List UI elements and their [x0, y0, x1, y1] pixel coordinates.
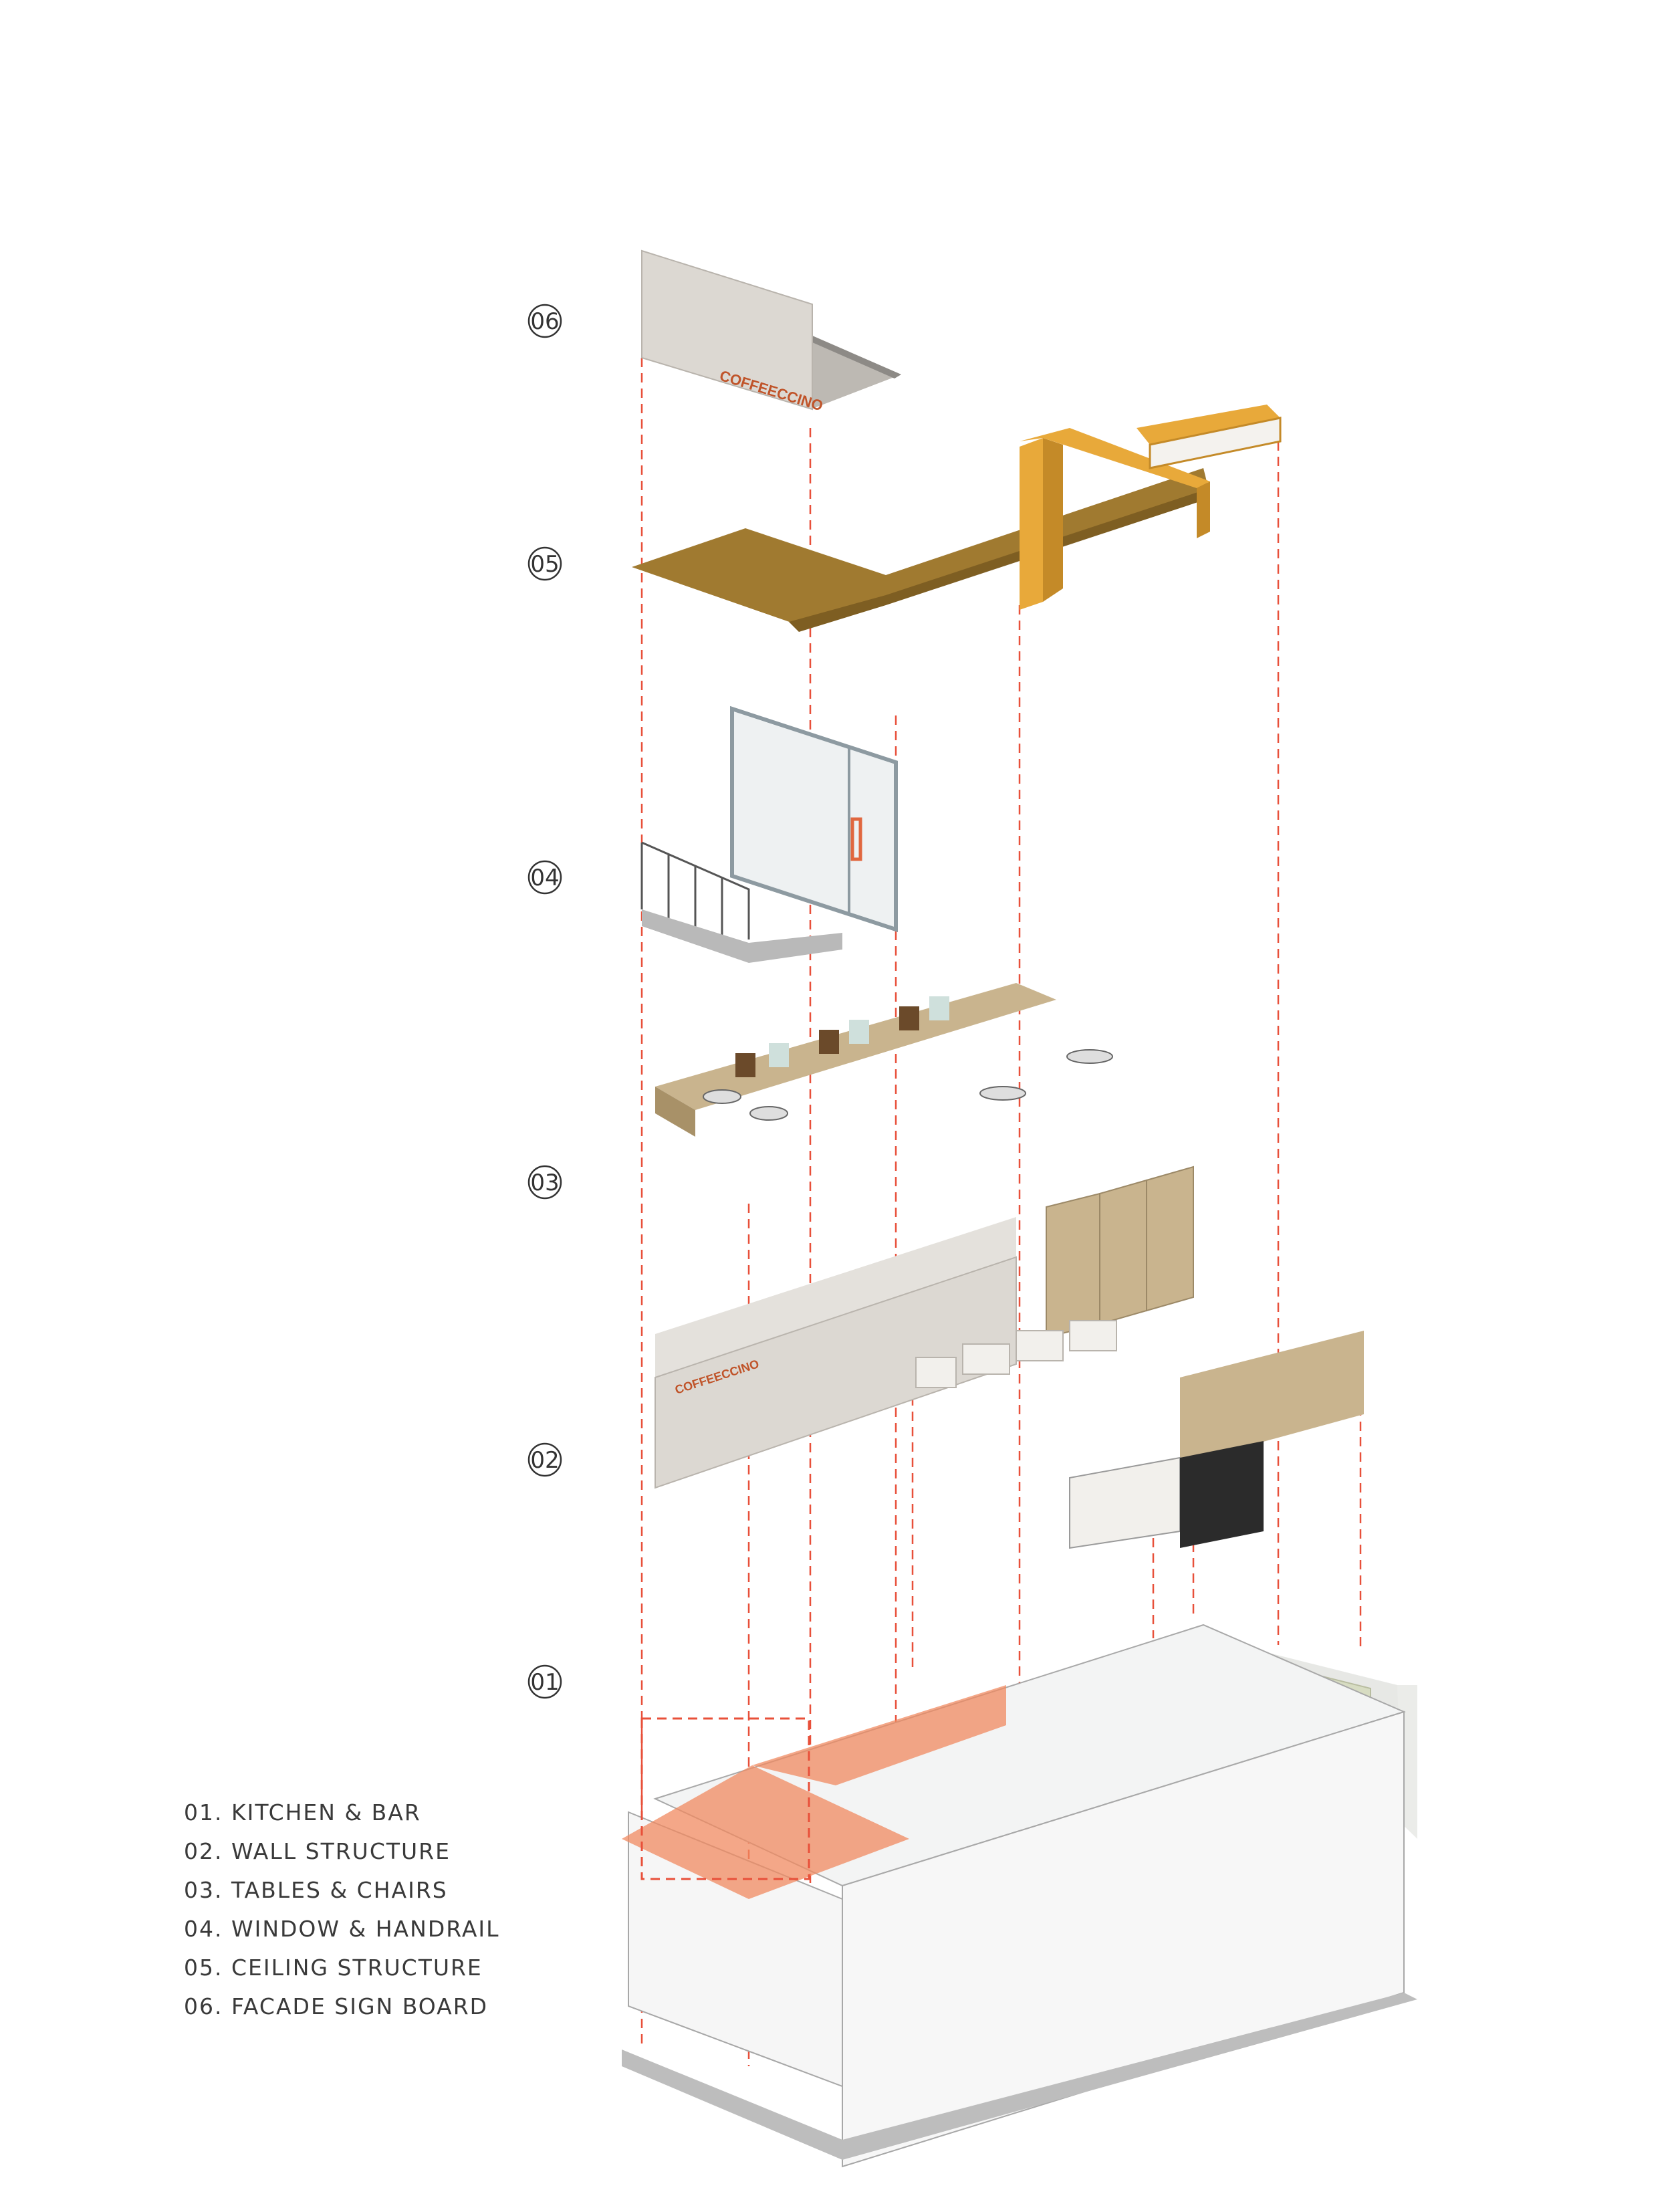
svg-text:01: 01 — [530, 1669, 559, 1696]
legend: 01. KITCHEN & BAR 02. WALL STRUCTURE 03.… — [184, 1793, 500, 2026]
layer-tag-03: 03 — [527, 1165, 562, 1200]
legend-item-window-handrail: 04. WINDOW & HANDRAIL — [184, 1916, 500, 1942]
legend-item-wall-structure: 02. WALL STRUCTURE — [184, 1838, 451, 1864]
layer-tag-06: 06 — [527, 304, 562, 338]
kitchen-bar-furniture — [1069, 1331, 1364, 1549]
facade-sign-board: COFFEECCINO — [641, 249, 901, 415]
legend-item-tables-chairs: 03. TABLES & CHAIRS — [184, 1877, 448, 1903]
ceiling-structure — [632, 405, 1282, 632]
svg-text:05: 05 — [530, 551, 559, 578]
window-and-handrail — [640, 705, 898, 963]
layer-tags: 06 05 04 03 02 01 — [527, 304, 562, 1699]
svg-text:02: 02 — [530, 1447, 559, 1474]
legend-item-kitchen-bar: 01. KITCHEN & BAR — [184, 1799, 421, 1826]
tables-and-chairs — [655, 983, 1113, 1137]
svg-text:04: 04 — [530, 865, 559, 891]
legend-item-facade-sign-board: 06. FACADE SIGN BOARD — [184, 1993, 489, 2019]
shell-structure — [622, 1624, 1417, 2168]
layer-tag-04: 04 — [527, 860, 562, 895]
wall-structure: COFFEECCINO — [655, 1166, 1194, 1489]
layer-tag-02: 02 — [527, 1442, 562, 1477]
svg-text:03: 03 — [530, 1170, 559, 1196]
svg-text:06: 06 — [530, 308, 559, 335]
legend-item-ceiling-structure: 05. CEILING STRUCTURE — [184, 1955, 483, 1981]
layer-tag-01: 01 — [527, 1664, 562, 1699]
layer-tag-05: 05 — [527, 546, 562, 581]
